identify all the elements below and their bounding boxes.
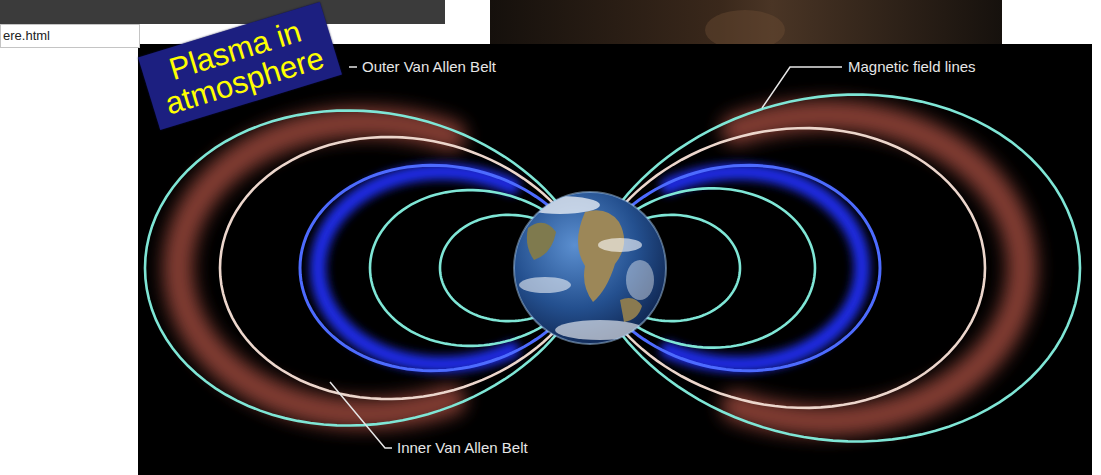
earth-atmosphere-rim: [514, 192, 666, 344]
magnetic-field-line: [616, 95, 1080, 442]
field-lines: [145, 95, 1080, 442]
earth-cloud: [519, 277, 571, 293]
earth-land: [527, 223, 556, 260]
belt-label: Inner Van Allen Belt: [397, 439, 528, 457]
magnetic-field-line: [145, 110, 562, 425]
earth-land: [578, 210, 624, 302]
browser-bar: [0, 0, 445, 24]
magnetic-field-line: [220, 137, 560, 399]
earth-land: [620, 298, 642, 322]
leader-line: [762, 67, 842, 108]
earth-cloud: [626, 260, 654, 300]
space-background: [138, 44, 1092, 475]
belt-label: Outer Van Allen Belt: [362, 58, 496, 76]
leader-line: [330, 382, 392, 448]
url-box: ere.html: [0, 24, 140, 48]
earth-disc: [514, 192, 666, 344]
earth-cloud: [598, 238, 642, 252]
magnetic-field-line: [619, 128, 985, 408]
radiation-belts: [178, 115, 1022, 421]
belt-glow: [318, 172, 512, 365]
earth: [514, 192, 666, 344]
field-line-label: Magnetic field lines: [848, 58, 976, 76]
earth-cloud: [555, 320, 645, 340]
leader-line: [349, 66, 357, 68]
url-text: ere.html: [3, 28, 50, 44]
